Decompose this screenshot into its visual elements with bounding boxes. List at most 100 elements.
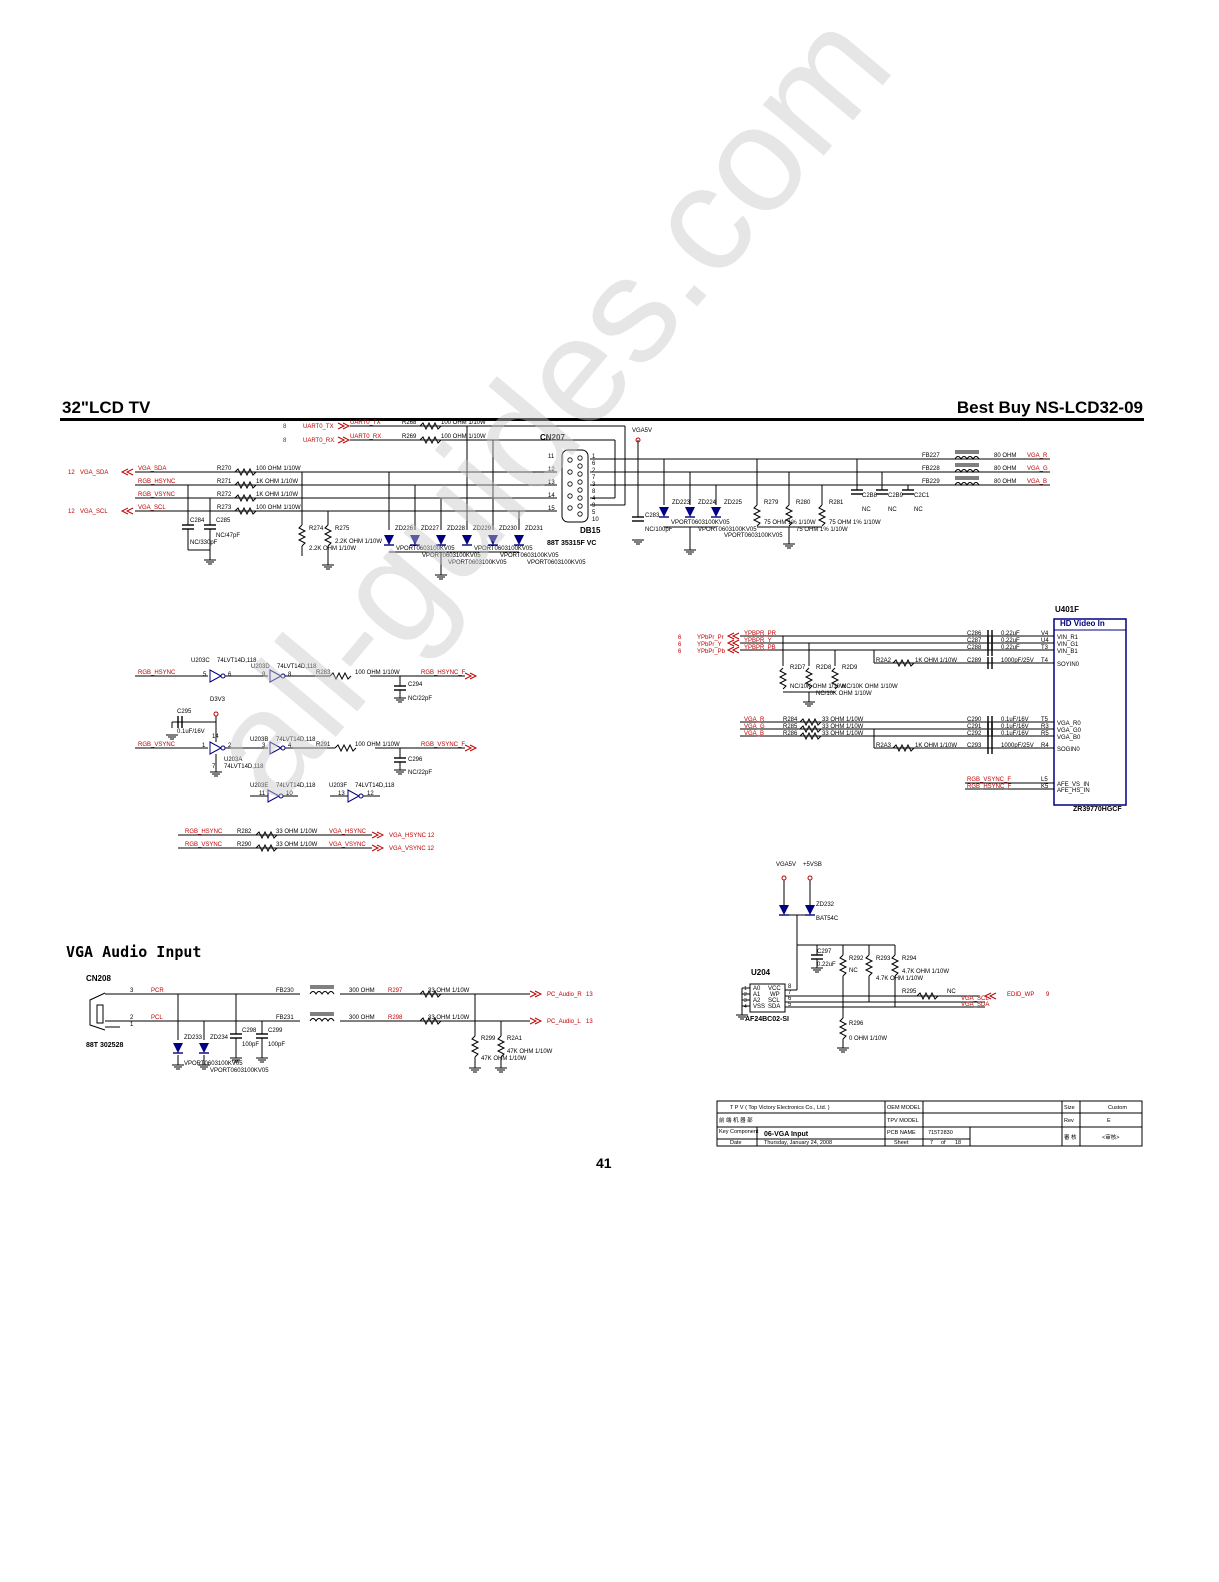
- r272-val: 1K OHM 1/10W: [256, 492, 298, 498]
- title-block-labels: T P V ( Top Victory Electronics Co., Ltd…: [719, 1105, 1127, 1146]
- r279-val: 75 OHM 1% 1/10W: [764, 520, 816, 526]
- c298-ref: C298: [242, 1028, 257, 1034]
- u204-pin-7: 7: [788, 990, 792, 996]
- u204-pin-3: 3: [744, 998, 747, 1004]
- u401f-afe-hs: AFE_HS_IN: [1057, 788, 1090, 794]
- r282-out-net: VGA_HSYNC: [329, 829, 367, 835]
- c288-ref: C288: [967, 645, 982, 651]
- vga5v-label: VGA5V: [632, 428, 652, 434]
- r296-val: 0 OHM 1/10W: [849, 1036, 887, 1042]
- uart-rx-net: UART0_RX: [303, 438, 334, 444]
- r2a1-ref: R2A1: [507, 1036, 523, 1042]
- u203e-part: 74LVT14D,118: [276, 783, 316, 789]
- eeprom-labels: VGA5V +5VSB ZD232 BAT54C C297 0.22uF R29…: [744, 862, 1050, 1042]
- cn207-pin-9: 9: [592, 503, 596, 509]
- u401f-pin-t3: T3: [1041, 645, 1049, 651]
- cn208-pin-1: 1: [130, 1022, 134, 1028]
- r294-ref: R294: [902, 956, 917, 962]
- ypbpr-pb-net: YPBPR_PB: [744, 645, 776, 651]
- u204-pin-5: 5: [788, 1002, 792, 1008]
- pc-audio-l-ref: 13: [586, 1019, 593, 1025]
- zd233-ref: ZD233: [184, 1035, 203, 1041]
- vga-vsync-sheet-ref: VGA_VSYNC 12: [389, 846, 435, 852]
- zd231-ref: ZD231: [525, 526, 544, 532]
- u401f-pin-k5: K5: [1041, 784, 1049, 790]
- vga-hsync-sheet-ref: VGA_HSYNC 12: [389, 833, 435, 839]
- cn208-code: 88T 302528: [86, 1042, 123, 1049]
- r281-val: 75 OHM 1% 1/10W: [829, 520, 881, 526]
- eeprom-scl-net: VGA_SCL: [961, 996, 989, 1002]
- r273-val: 100 OHM 1/10W: [256, 505, 301, 511]
- fb228-val: 80 OHM: [994, 466, 1016, 472]
- c294-ref: C294: [408, 682, 423, 688]
- u204-ref: U204: [751, 968, 771, 977]
- sync-buffer-symbols: [165, 669, 477, 852]
- r283-ref: R283: [316, 670, 331, 676]
- fb231-ref: FB231: [276, 1015, 294, 1021]
- r286-ref: R286: [783, 731, 798, 737]
- u204-vss: VSS: [753, 1004, 765, 1010]
- r282-in-net: RGB_HSYNC: [185, 829, 223, 835]
- u203a-ref: U203A: [224, 757, 242, 763]
- u203d-pin-in: 9: [262, 672, 266, 678]
- uart-tx-ref: 8: [283, 424, 287, 430]
- header-rule: [60, 418, 1144, 421]
- r284-ref: R284: [783, 717, 798, 723]
- rgb-hsync-label: RGB_HSYNC: [138, 479, 176, 485]
- fb231-val: 300 OHM: [349, 1015, 375, 1021]
- u401f-pin-t4: T4: [1041, 658, 1049, 664]
- u401f-pin-r5: R5: [1041, 731, 1049, 737]
- u203d-ref: U203D: [251, 664, 270, 670]
- hd-vga-b-net: VGA_B: [744, 731, 764, 737]
- cn207-pin-1: 1: [592, 454, 596, 460]
- sync-buffer-labels: U203C 74LVT14D,118 5 6 RGB_HSYNC U203D 7…: [138, 658, 466, 852]
- r275-val: 2.2K OHM 1/10W: [335, 539, 382, 545]
- zd232-part: BAT54C: [816, 916, 839, 922]
- edid-wp-net: EDID_WP: [1007, 992, 1034, 998]
- c299-ref: C299: [268, 1028, 283, 1034]
- cn207-pin-3: 3: [592, 482, 596, 488]
- c2c1-ref: C2C1: [914, 493, 930, 499]
- r299-val: 47K OHM 1/10W: [481, 1056, 527, 1062]
- tb-size-label: Size: [1064, 1105, 1075, 1111]
- u203f-part: 74LVT14D,118: [355, 783, 395, 789]
- vga-r-net: VGA_R: [1027, 453, 1048, 459]
- u204-pin-8: 8: [788, 984, 792, 990]
- r297-val: 33 OHM 1/10W: [428, 988, 470, 994]
- pcl-net: PCL: [151, 1015, 163, 1021]
- vga-g-net: VGA_G: [1027, 466, 1048, 472]
- u203e-ref: U203E: [250, 783, 268, 789]
- uart-tx-net-2: UART0_TX: [350, 420, 381, 426]
- c287-ref: C287: [967, 638, 982, 644]
- zd224-ref: ZD224: [698, 500, 717, 506]
- u204-sda: SDA: [768, 1004, 780, 1010]
- r270-ref: R270: [217, 466, 232, 472]
- zd230-ref: ZD230: [499, 526, 518, 532]
- zd229-ref: ZD229: [473, 526, 492, 532]
- u203c-in-net: RGB_HSYNC: [138, 670, 176, 676]
- c289-ref: C289: [967, 658, 982, 664]
- u203a-pin-out: 2: [228, 743, 232, 749]
- r274-val: 2.2K OHM 1/10W: [309, 546, 356, 552]
- r282-ref: R282: [237, 829, 252, 835]
- u203d-part: 74LVT14D,118: [277, 664, 317, 670]
- u401f-vin-r1: VIN_R1: [1057, 635, 1079, 641]
- u204-pin-6: 6: [788, 996, 792, 1002]
- cn207-pin-6: 6: [592, 461, 596, 467]
- u204-scl: SCL: [768, 998, 780, 1004]
- r2d8-ref: R2D8: [816, 665, 832, 671]
- zd229-part: VPORT0603100KV05: [474, 546, 533, 552]
- cn207-pin-5: 5: [592, 510, 596, 516]
- c283-val: NC/100pF: [645, 527, 673, 533]
- afe-hs-net: RGB_HSYNC_F: [967, 784, 1012, 790]
- r296-ref: R296: [849, 1021, 864, 1027]
- c299-val: 100pF: [268, 1042, 285, 1048]
- zd226-ref: ZD226: [395, 526, 414, 532]
- fb230-ref: FB230: [276, 988, 294, 994]
- u203c-part: 74LVT14D,118: [217, 658, 257, 664]
- tb-sheet-value: 7: [930, 1140, 933, 1146]
- vga-sda-net: VGA_SDA: [80, 470, 108, 476]
- r298-val: 33 OHM 1/10W: [428, 1015, 470, 1021]
